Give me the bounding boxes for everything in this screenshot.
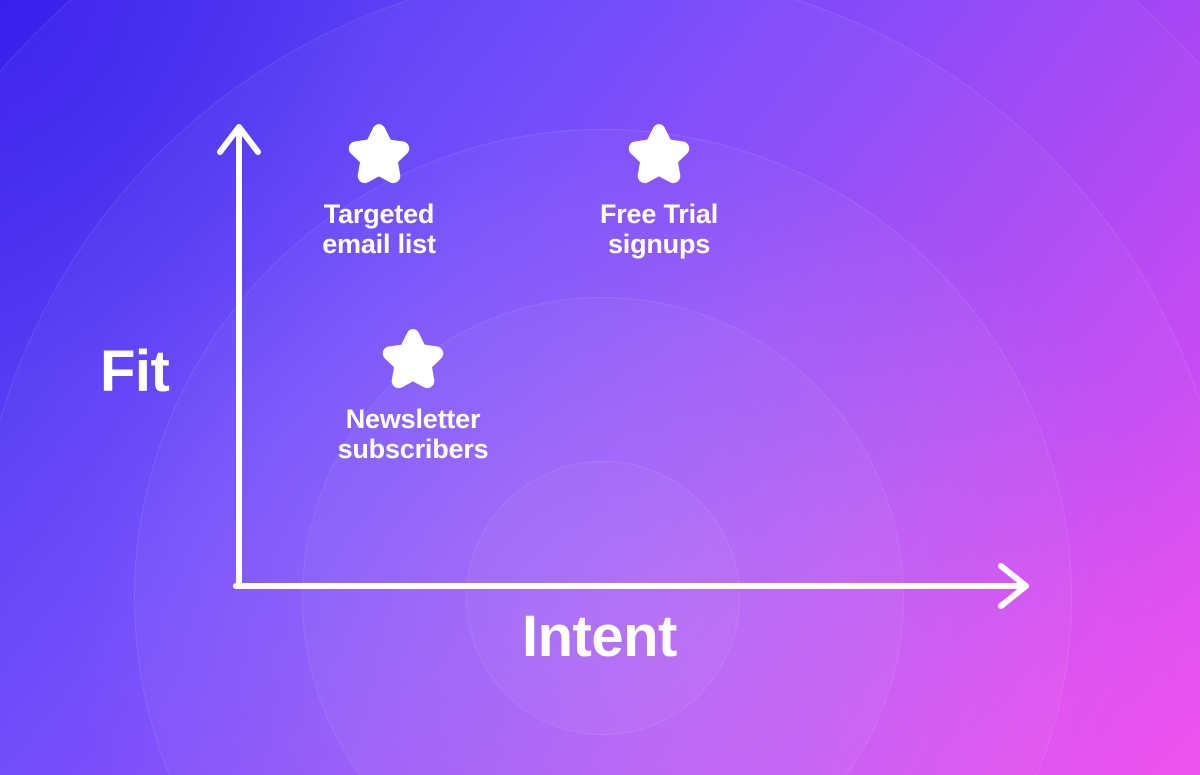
y-axis-arrowhead (217, 124, 261, 155)
point-label-newsletter-subscribers: Newsletter subscribers (337, 404, 489, 465)
star-icon (380, 327, 446, 398)
point-label-free-trial-signups: Free Trial signups (599, 199, 719, 260)
point-label-targeted-email-list: Targeted email list (322, 199, 436, 260)
x-axis-title: Intent (522, 604, 677, 669)
star-icon (626, 122, 692, 193)
y-axis-title: Fit (100, 339, 170, 404)
star-icon (346, 122, 412, 193)
x-axis-arrowhead (998, 563, 1029, 609)
